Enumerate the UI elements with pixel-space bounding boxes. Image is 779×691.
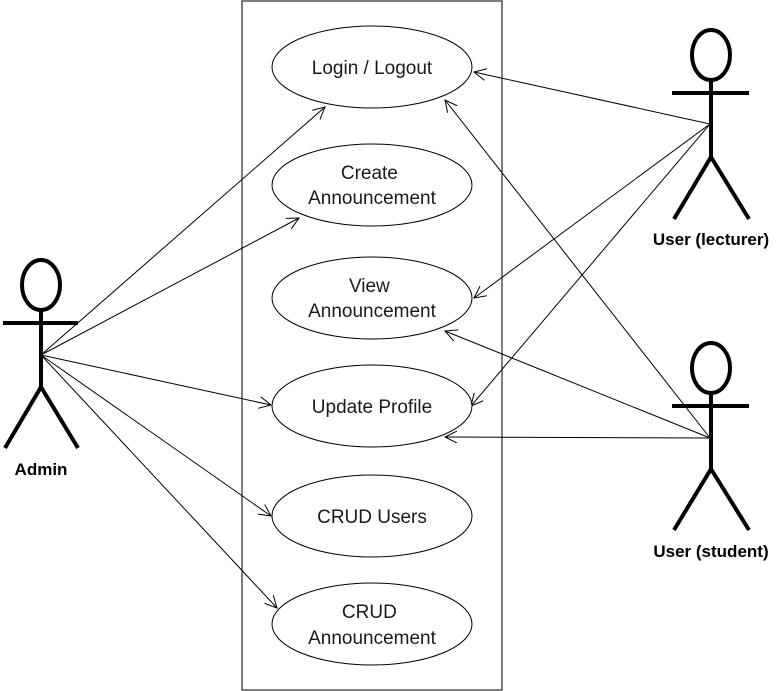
association-arrow-student-update [445,437,711,438]
association-arrow-lecturer-update [471,123,711,406]
use-case-label: Announcement [308,301,437,322]
use-case-label: Announcement [308,188,437,209]
svg-text:Create Announcement: Create Announcement [308,163,437,209]
use-case-update-profile: Update Profile [271,364,473,448]
use-case-view-announcement: View Announcement [271,256,473,340]
association-arrow-admin-update [40,354,271,405]
association-arrow-admin-crud-users [40,354,271,516]
stick-figure-icon [672,341,751,532]
svg-text:CRUD Users: CRUD Users [317,507,427,528]
association-arrow-student-login [445,100,711,439]
use-case-oval [271,364,473,448]
association-arrow-lecturer-login [474,72,711,125]
use-case-oval [271,256,473,340]
actor-student: User (student) [653,341,769,561]
use-case-oval [271,143,473,227]
use-case-label: Announcement [308,628,437,649]
use-case-oval [271,474,473,558]
use-case-label: View [349,276,390,297]
association-arrow-admin-crud-ann [40,354,277,608]
svg-text:Update Profile: Update Profile [312,397,432,418]
use-case-label: CRUD [342,602,397,623]
use-case-label: Update Profile [312,397,432,418]
svg-text:Login / Logout: Login / Logout [312,58,433,79]
actor-label: Admin [15,460,68,479]
use-case-label: Login / Logout [312,58,433,79]
use-case-login: Login / Logout [271,25,473,109]
association-arrow-admin-create [40,218,299,356]
use-case-oval [271,582,473,666]
use-case-create-announcement: Create Announcement [271,143,473,227]
association-arrow-student-view [445,331,711,439]
association-arrow-admin-login [40,107,325,356]
actor-lecturer: User (lecturer) [653,28,769,249]
stick-figure-icon [3,258,80,450]
use-case-label: Create [341,163,398,184]
stick-figure-icon [672,28,751,221]
use-case-oval [271,25,473,109]
svg-text:View Announcement: View Announcement [308,276,437,322]
svg-text:CRUD Announcement: CRUD Announcement [308,602,437,649]
actor-admin: Admin [3,258,80,479]
actor-label: User (student) [653,542,768,561]
use-case-crud-users: CRUD Users [271,474,473,558]
actor-label: User (lecturer) [653,230,769,249]
use-case-crud-announcement: CRUD Announcement [271,582,473,666]
use-case-label: CRUD Users [317,507,427,528]
system-boundary [241,0,503,691]
association-lines [40,72,711,608]
association-arrow-lecturer-view [474,123,711,298]
